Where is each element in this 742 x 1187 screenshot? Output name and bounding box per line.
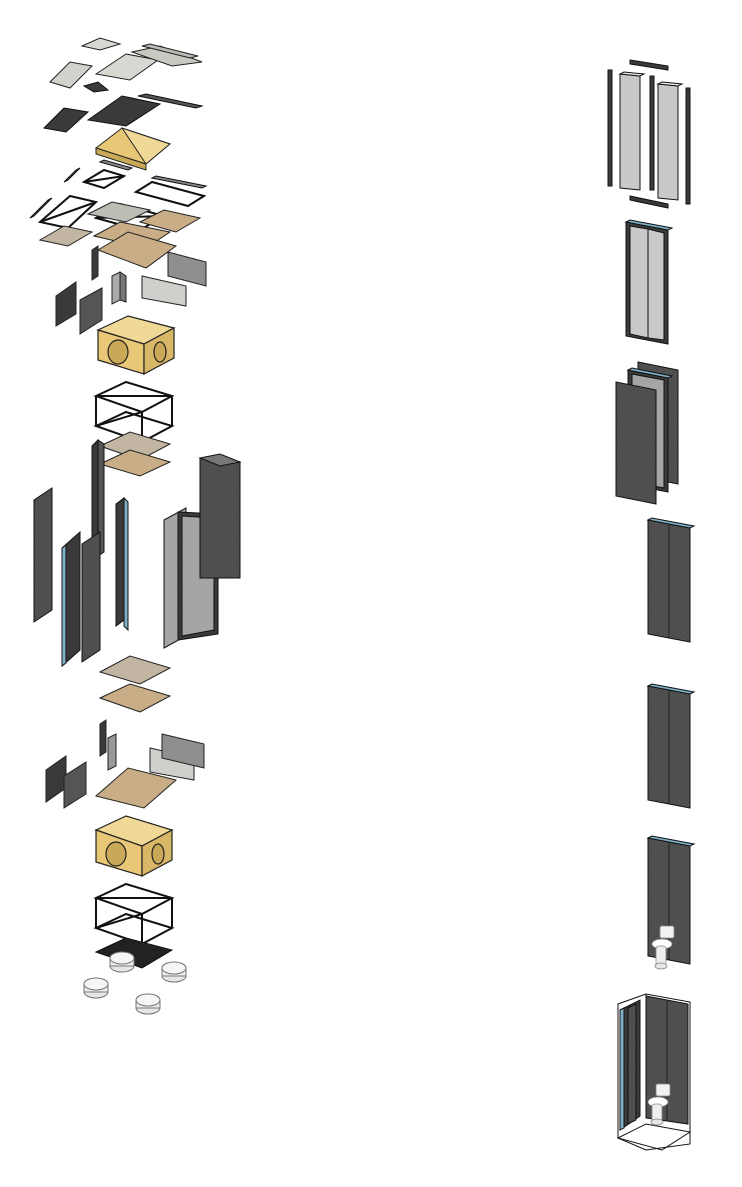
mid-upper-panels: [55, 231, 207, 335]
upper-wire-frame: [93, 380, 175, 444]
step-7-full-cubicle: [616, 993, 692, 1151]
foundation-pads: [83, 951, 187, 1015]
toilet-icon: [651, 925, 675, 970]
step-2-assembled-door: [624, 219, 674, 345]
step-6-panel-with-toilet: [646, 835, 696, 965]
roof-panels-light: [49, 37, 203, 89]
foundation-pad: [161, 961, 187, 983]
right-assembly-sequence: [607, 59, 696, 1151]
lower-module-box: [94, 815, 174, 877]
foundation-pad: [135, 993, 161, 1015]
upper-strips: [29, 159, 208, 219]
step-3-layered-panels: [615, 361, 679, 505]
lower-floor-pair: [98, 655, 172, 713]
step-4-mesh-panel: [646, 517, 696, 643]
mid-lower-panels: [45, 719, 205, 809]
step-5-mesh-panel: [646, 683, 696, 809]
roof-cap: [94, 127, 172, 171]
upper-module-box: [96, 315, 176, 375]
tall-wall-panels: [33, 438, 242, 668]
toilet-icon: [647, 1083, 671, 1126]
lower-wire-frame: [93, 882, 175, 946]
step-1-door-panels: [607, 59, 691, 209]
upper-floor-pair: [98, 431, 172, 477]
left-exploded-stack: [29, 37, 242, 1015]
roof-panels-dark: [42, 81, 204, 133]
foundation-pad: [109, 951, 135, 973]
foundation-pad: [83, 977, 109, 999]
